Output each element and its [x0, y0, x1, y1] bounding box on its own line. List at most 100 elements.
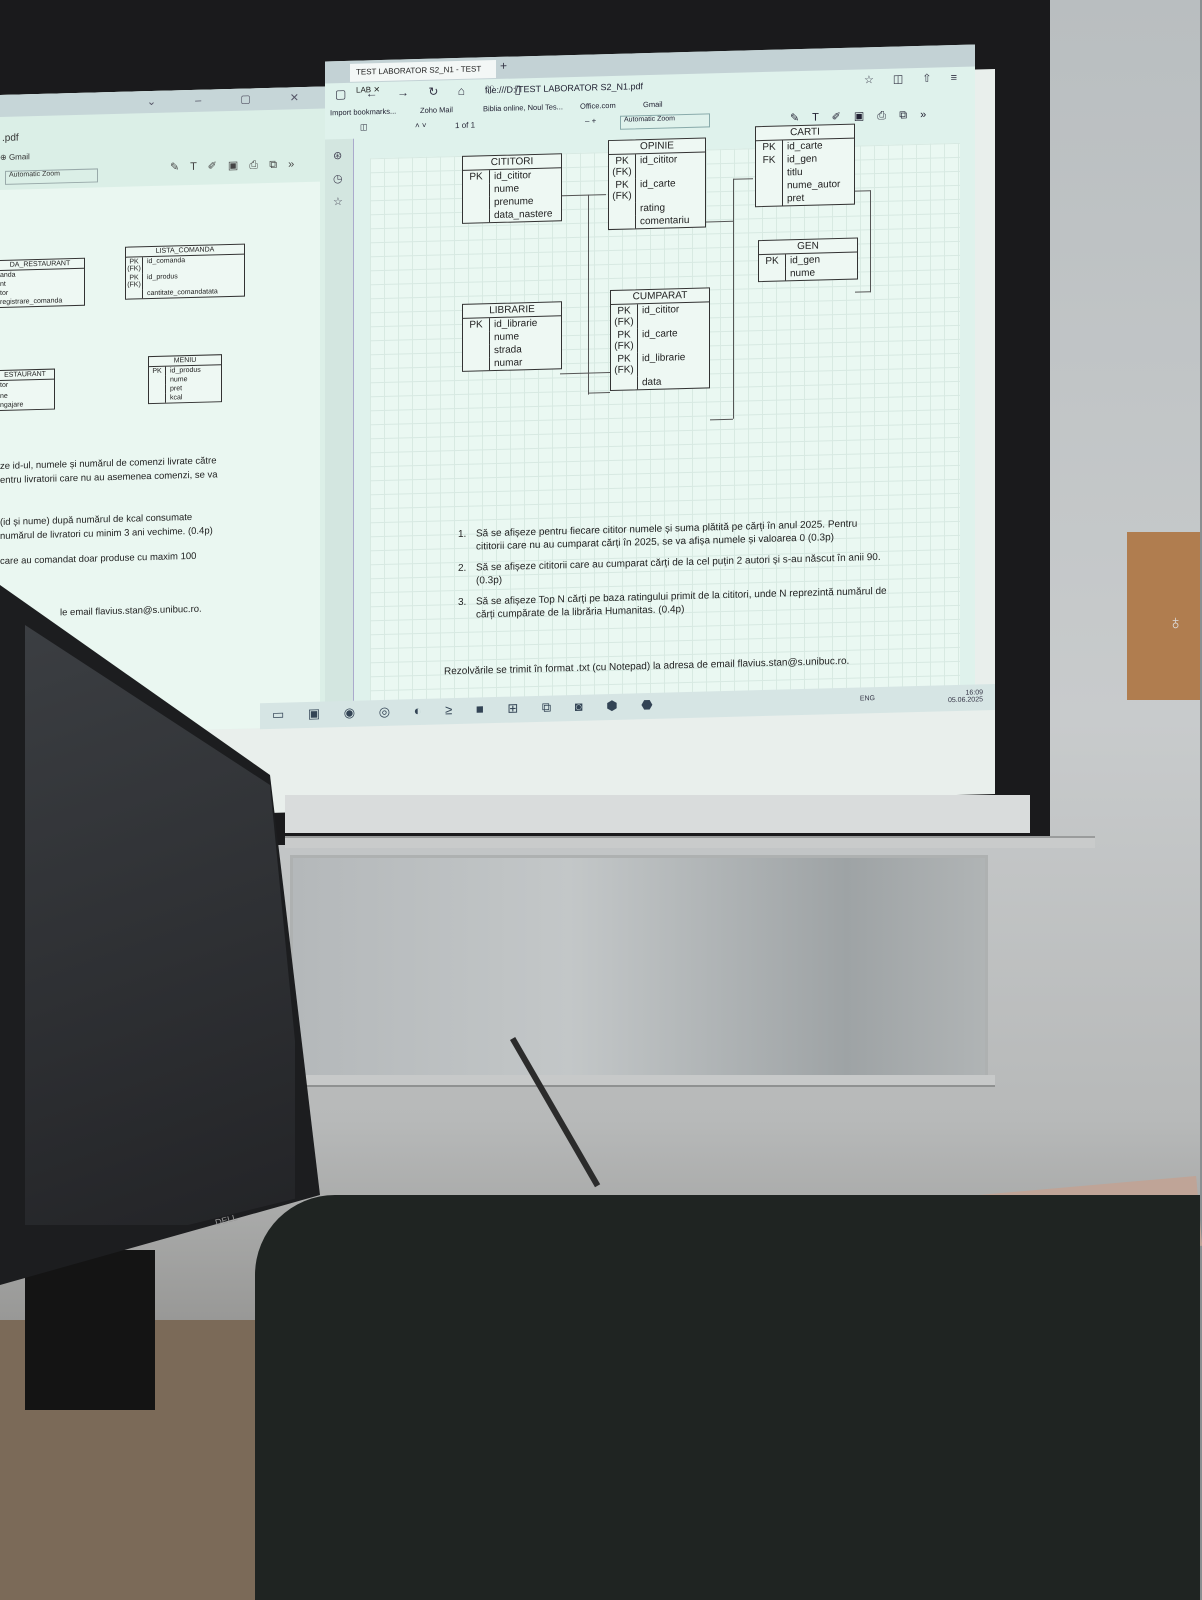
table-field: id_librarie [494, 317, 538, 331]
table-field: anda [0, 271, 16, 279]
key-label [756, 166, 783, 181]
key-label: PK (FK) [609, 178, 636, 204]
key-label [463, 209, 490, 223]
relationship-line [588, 392, 610, 394]
system-clock[interactable]: 16:09 05.06.2025 [948, 689, 983, 704]
left-window-filename: .pdf [2, 132, 19, 144]
table-field: id_comanda [147, 257, 186, 266]
table-field: titlu [787, 166, 803, 179]
zoom-select[interactable]: Automatic Zoom [620, 113, 710, 130]
relationship-line [710, 418, 733, 421]
page-arrows-icon[interactable]: ˄ ˅ [415, 120, 427, 131]
sidebar-toggle-icon[interactable]: ◫ [360, 122, 368, 132]
bookmark-item[interactable]: Zoho Mail [420, 105, 453, 116]
table-field: tor [0, 289, 9, 297]
key-label [611, 376, 638, 391]
table-field: kcal [170, 394, 183, 402]
left-task-text: care au comandat doar produse cu maxim 1… [0, 550, 197, 567]
toolbar-right-icons[interactable]: ☆ ◫ ⇧ ≡ [863, 71, 965, 87]
key-label: PK (FK) [611, 352, 638, 378]
whiteboard-tray [305, 1075, 995, 1087]
table-field: registrare_comanda [0, 297, 63, 306]
table-field: nume [790, 267, 816, 280]
er-table: ESTAURANT tor ne ngajare [0, 368, 55, 412]
browser-sidebar: ⊛ ◷ ☆ [325, 138, 354, 720]
page-number-input[interactable]: 1 [455, 120, 460, 131]
key-label [463, 357, 490, 371]
table-field: nume_autor [787, 178, 841, 192]
table-field: tor [0, 381, 9, 389]
projector-screen-bottom [285, 795, 1030, 833]
key-label [149, 375, 166, 386]
tab-pdf[interactable]: TEST LABORATOR S2_N1 - TEST LAB ✕ [350, 60, 496, 95]
pdf-toolbar-icons[interactable]: ✎ T ✐ ▣ ⎙ ⧉ » [170, 158, 299, 174]
wall-key-holder [1127, 532, 1200, 700]
key-label [463, 344, 490, 358]
table-field: prenume [494, 196, 534, 209]
key-hook-icon: ♁ [1168, 612, 1183, 634]
relationship-line [588, 194, 589, 395]
table-field: cantitate_comandatata [147, 288, 218, 298]
bookmark-item[interactable]: Office.com [580, 100, 616, 111]
key-label: FK [756, 153, 783, 168]
key-label: PK [759, 254, 786, 269]
key-label [609, 202, 636, 217]
key-label: PK (FK) [609, 154, 636, 180]
globe-icon: ⊕ [0, 152, 9, 162]
zoom-buttons-icon[interactable]: – + [585, 116, 597, 126]
task-list: 1.Să se afișeze pentru fiecare cititor n… [458, 517, 888, 630]
table-field: numar [494, 357, 523, 370]
history-icon[interactable]: ◷ [333, 173, 343, 186]
bookmarks-icon[interactable]: ☆ [333, 196, 343, 209]
list-item: 2.Să se afișeze cititorii care au cumpar… [458, 551, 881, 587]
language-indicator[interactable]: ENG [859, 695, 875, 703]
bookmark-item[interactable]: Biblia online, Noul Tes... [483, 102, 563, 114]
window-controls-icon[interactable]: ⌄ – ▢ ✕ [146, 91, 317, 109]
table-field: comentariu [640, 214, 690, 228]
table-field: id_gen [790, 254, 821, 267]
left-bookmark-gmail[interactable]: ⊕ Gmail [0, 152, 30, 162]
whiteboard [290, 855, 988, 1081]
table-field: id_gen [787, 153, 818, 166]
key-label [463, 196, 490, 210]
relationship-line [560, 372, 610, 375]
new-tab-icon[interactable]: + [500, 58, 508, 73]
table-field: id_cititor [640, 154, 678, 167]
key-label [756, 179, 783, 194]
table-field: ngajare [0, 401, 24, 409]
projector-screen-rail [285, 836, 1095, 848]
relationship-line [733, 178, 753, 180]
monitor-stand [25, 1250, 155, 1410]
left-zoom-select[interactable]: Automatic Zoom [5, 168, 98, 185]
key-label: PK (FK) [126, 257, 143, 274]
table-field: nume [494, 183, 520, 196]
annotation-tools-icon[interactable]: ✎ T ✐ ▣ ⎙ ⧉ » [790, 108, 932, 125]
table-field: rating [640, 202, 666, 215]
key-label [149, 384, 166, 395]
bookmark-item[interactable]: Gmail [643, 99, 663, 110]
key-label: PK (FK) [126, 273, 143, 290]
bookmark-item[interactable]: Import bookmarks... [330, 106, 397, 118]
list-item: 1.Să se afișeze pentru fiecare cititor n… [458, 518, 858, 553]
table-field: pret [787, 192, 805, 205]
key-label: PK (FK) [611, 328, 638, 354]
taskbar-app-icons[interactable]: ▭ ▣ ◉ ◎ ◐ ≥ ■ ⊞ ⧉ ◙ ⬢ ⬣ [272, 696, 663, 722]
table-field: data [642, 376, 662, 389]
extensions-icon[interactable]: ⊛ [333, 150, 343, 163]
table-field: strada [494, 344, 522, 357]
key-label: PK [463, 170, 490, 184]
key-label: PK [149, 366, 166, 377]
table-field: nume [494, 331, 520, 344]
page-indicator: 1 of 1 [455, 120, 476, 131]
table-field: id_carte [642, 328, 678, 341]
table-field: id_produs [147, 273, 178, 282]
er-table-cumparat: CUMPARAT PK (FK)id_cititor PK (FK)id_car… [610, 287, 710, 392]
er-table-opinie: OPINIE PK (FK)id_cititor PK (FK)id_carte… [608, 137, 706, 231]
er-table: LISTA_COMANDA PK (FK)id_comanda PK (FK)i… [125, 243, 245, 300]
key-label [463, 183, 490, 197]
